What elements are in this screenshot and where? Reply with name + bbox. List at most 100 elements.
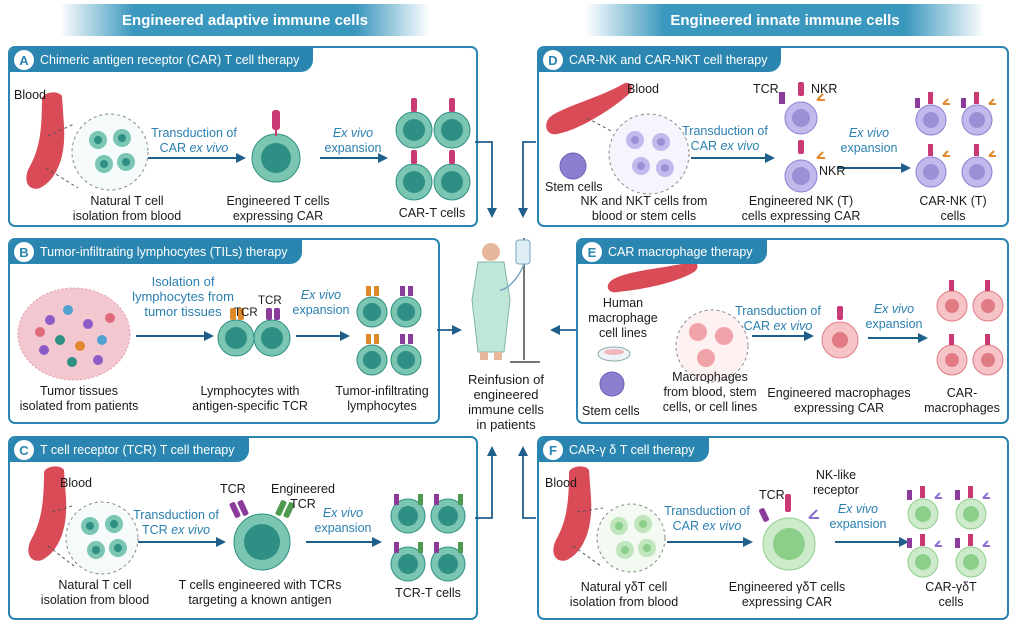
nkr-label-1: NKR [811,82,838,96]
til-cells-icon [356,286,422,376]
tcr-label-2: TCR [258,295,282,307]
transduction-label: Transduction of CAR ex vivo [735,304,821,333]
blood-sample-icon [71,113,149,191]
panel-f: F CAR-γ δ T cell therapy Blood TCR NK-li… [537,436,1009,620]
product-caption: CAR-T cells [398,206,466,220]
blood-label: Blood [545,476,577,490]
panel-a: A Chimeric antigen receptor (CAR) T cell… [8,46,478,227]
expansion-label: Ex vivo expansion [324,126,382,155]
engineered-caption: Engineered NK (T)cells expressing CAR [741,194,861,223]
adaptive-header-text: Engineered adaptive immune cells [122,11,368,29]
transduction-label: Transduction of CAR ex vivo [664,504,750,533]
engineered-nkt-cell-icon [784,101,818,135]
panel-b-header: B Tumor-infiltrating lymphocytes (TILs) … [10,240,302,264]
car-receptor-icon [837,306,843,320]
product-caption: CAR-macrophages [924,386,1000,415]
tcr-label: TCR [753,82,779,96]
panel-e-letter: E [582,242,602,262]
car-t-cells-icon [395,98,471,201]
blood-label: Blood [14,88,46,102]
blood-label: Blood [60,476,92,490]
cell-culture-dish-icon [597,346,631,362]
adaptive-cells-header: Engineered adaptive immune cells [60,4,430,36]
panel-e-title: CAR macrophage therapy [608,245,753,259]
car-receptor-icon [272,110,280,130]
product-caption: CAR-NK (T)cells [919,194,987,223]
panel-f-title: CAR-γ δ T cell therapy [569,443,695,457]
tcr-purple-icon [779,92,785,104]
panel-c-header: C T cell receptor (TCR) T cell therapy [10,438,249,462]
tcr-t-cells-icon [390,494,466,582]
car-gd-t-cells-icon [907,486,990,578]
car-receptor-icon [785,494,791,512]
nk-like-receptor-icon [808,509,819,519]
nkr-label-2: NKR [819,164,846,178]
panel-c-title: T cell receptor (TCR) T cell therapy [40,443,235,457]
tcr-purple-icon [229,502,241,518]
transduction-label: Transduction of CAR ex vivo [682,124,768,153]
innate-cells-header: Engineered innate immune cells [585,4,985,36]
product-caption: TCR-T cells [395,586,461,600]
panel-d-title: CAR-NK and CAR-NKT cell therapy [569,53,768,67]
car-receptor-icon [798,82,804,96]
engineered-t-cell-icon [233,513,291,571]
blood-vessel-icon [26,92,65,189]
tcr-label-1: TCR [234,307,258,319]
panel-d-header: D CAR-NK and CAR-NKT cell therapy [539,48,782,72]
panel-e-header: E CAR macrophage therapy [578,240,767,264]
patient-icon [471,243,511,360]
panel-f-header: F CAR-γ δ T cell therapy [539,438,709,462]
tumor-tissue-icon [17,287,131,381]
panel-c-letter: C [14,440,34,460]
panel-b: B Tumor-infiltrating lymphocytes (TILs) … [8,238,440,424]
engineered-nk-cell-icon [784,159,818,193]
engineered-gd-t-cell-icon [762,517,816,571]
transduction-label: Transduction of CAR ex vivo [151,126,237,155]
blood-vessel-icon [607,261,698,293]
blood-vessel-icon [546,82,632,135]
panel-b-letter: B [14,242,34,262]
transduction-label: Transduction of TCR ex vivo [133,508,219,537]
panel-a-letter: A [14,50,34,70]
stem-cells-label: Stem cells [545,180,603,194]
car-macrophages-icon [936,280,1004,376]
stem-cell-icon [559,152,587,180]
engineered-t-cell-icon [251,133,301,183]
panel-a-title: Chimeric antigen receptor (CAR) T cell t… [40,53,300,67]
panel-b-title: Tumor-infiltrating lymphocytes (TILs) th… [40,245,288,259]
panel-a-header: A Chimeric antigen receptor (CAR) T cell… [10,48,314,72]
panel-f-letter: F [543,440,563,460]
tcr-label: TCR [759,488,785,502]
innate-header-text: Engineered innate immune cells [670,11,900,29]
panel-d: D CAR-NK and CAR-NKT cell therapy Blood … [537,46,1009,227]
car-nk-cells-icon [915,92,996,188]
iv-stand-icon [499,238,540,363]
panel-c: C T cell receptor (TCR) T cell therapy B… [8,436,478,620]
stem-cells-label: Stem cells [582,404,640,418]
tcr-purple-icon [758,508,770,522]
